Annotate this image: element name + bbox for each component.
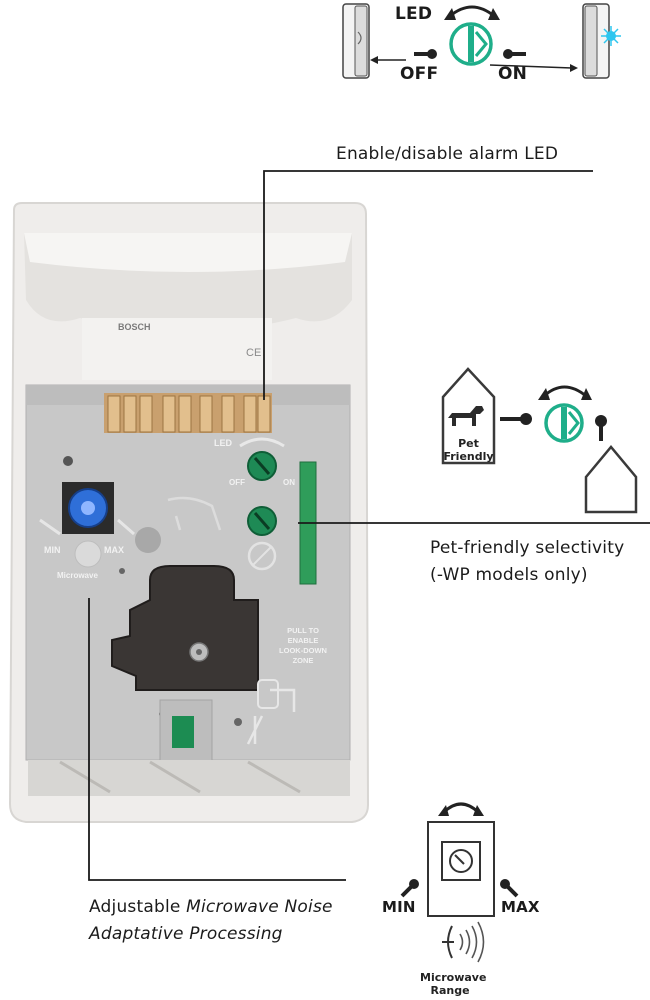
callout-pet-text-line1: Pet-friendly selectivity <box>430 538 625 558</box>
pet-dial-icon <box>544 403 584 443</box>
switch-on-icon <box>503 49 526 59</box>
led-diagram-title: LED <box>395 4 433 24</box>
device-led-dial <box>247 451 277 481</box>
led-diagram-on-label: ON <box>498 64 528 84</box>
callout-microwave-text-line1: Adjustable Microwave Noise <box>89 895 333 919</box>
device-pull-line: PULL TO <box>287 626 319 635</box>
switch-off-icon <box>414 49 437 59</box>
device-pull-line: ZONE <box>292 656 314 665</box>
device-pull-text: PULL TO ENABLE LOOK-DOWN ZONE <box>268 626 338 666</box>
device-pull-line: ENABLE <box>287 636 319 645</box>
led-dial-icon <box>449 22 493 66</box>
device-microwave-pot <box>62 482 114 534</box>
callout-line-microwave <box>88 598 346 881</box>
callout-pet-text-line2: (-WP models only) <box>430 565 588 585</box>
device-min-label: MIN <box>44 545 61 555</box>
microwave-range-icon <box>442 921 485 963</box>
device-on-label: ON <box>283 478 295 487</box>
device-microwave-label: Microwave <box>57 571 98 580</box>
pet-switch-on-icon <box>595 415 607 441</box>
device-off-label: OFF <box>229 478 245 487</box>
detector-off-icon <box>342 3 370 79</box>
look-down-lever <box>111 565 259 691</box>
dog-icon <box>448 406 484 426</box>
device-led-label: LED <box>214 438 232 448</box>
callout-microwave-prefix: Adjustable <box>89 897 187 917</box>
microwave-rotate-arrow-icon <box>442 802 480 814</box>
pet-friendly-line: Friendly <box>443 450 494 463</box>
microwave-max-switch-icon <box>500 879 519 898</box>
house-icon <box>584 445 638 514</box>
device-pet-dial <box>247 506 277 536</box>
microwave-range-line: Range <box>430 984 470 997</box>
pet-friendly-line: Pet <box>458 437 479 450</box>
microwave-min-switch-icon <box>400 879 419 898</box>
microwave-range-line: Microwave <box>420 971 487 984</box>
pet-switch-off-icon <box>500 413 532 425</box>
jumper-pins <box>104 393 272 433</box>
device-max-label: MAX <box>104 545 124 555</box>
device-brand: BOSCH <box>118 322 151 332</box>
callout-line-led <box>263 170 593 400</box>
microwave-min-label: MIN <box>382 898 416 916</box>
led-diagram-off-label: OFF <box>400 64 439 84</box>
microwave-max-label: MAX <box>501 898 540 916</box>
pet-house-icon <box>441 367 496 465</box>
callout-microwave-text-line2: Adaptative Processing <box>89 924 283 944</box>
callout-led-text: Enable/disable alarm LED <box>336 144 559 164</box>
pet-friendly-label: Pet Friendly <box>440 437 497 463</box>
device-pull-line: LOOK-DOWN <box>279 646 327 655</box>
callout-microwave-italic1: Microwave Noise <box>186 897 333 917</box>
microwave-range-label: Microwave Range <box>420 971 487 997</box>
detector-on-icon <box>582 3 621 79</box>
device-ce-mark: CE <box>246 347 262 359</box>
